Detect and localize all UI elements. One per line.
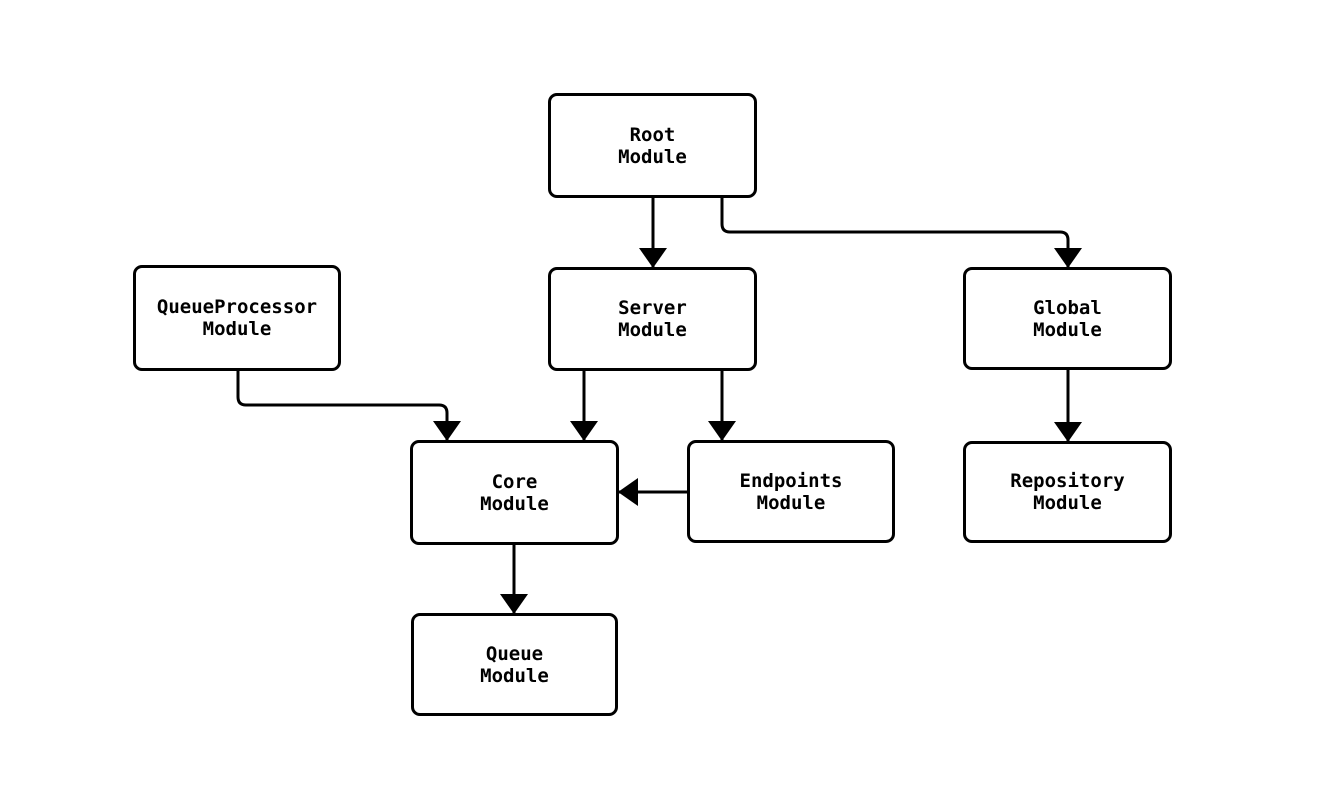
node-repository-label: Repository Module <box>1010 470 1125 514</box>
node-repository-module: Repository Module <box>963 441 1172 543</box>
node-queue-module: Queue Module <box>411 613 618 716</box>
node-queueprocessor-module: QueueProcessor Module <box>133 265 341 371</box>
edge-queueprocessor-to-core <box>236 371 461 441</box>
node-core-module: Core Module <box>410 440 619 545</box>
node-root-module: Root Module <box>548 93 757 198</box>
node-server-module: Server Module <box>548 267 757 371</box>
node-root-label: Root Module <box>618 123 687 168</box>
node-endpoints-module: Endpoints Module <box>687 440 895 543</box>
node-endpoints-label: Endpoints Module <box>739 469 843 514</box>
node-global-module: Global Module <box>963 267 1172 370</box>
node-queueprocessor-label: QueueProcessor Module <box>156 296 318 340</box>
node-queue-label: Queue Module <box>480 642 549 687</box>
node-global-label: Global Module <box>1033 296 1102 341</box>
edge-root-to-global <box>720 198 1082 268</box>
node-server-label: Server Module <box>618 297 687 341</box>
node-core-label: Core Module <box>480 470 549 515</box>
